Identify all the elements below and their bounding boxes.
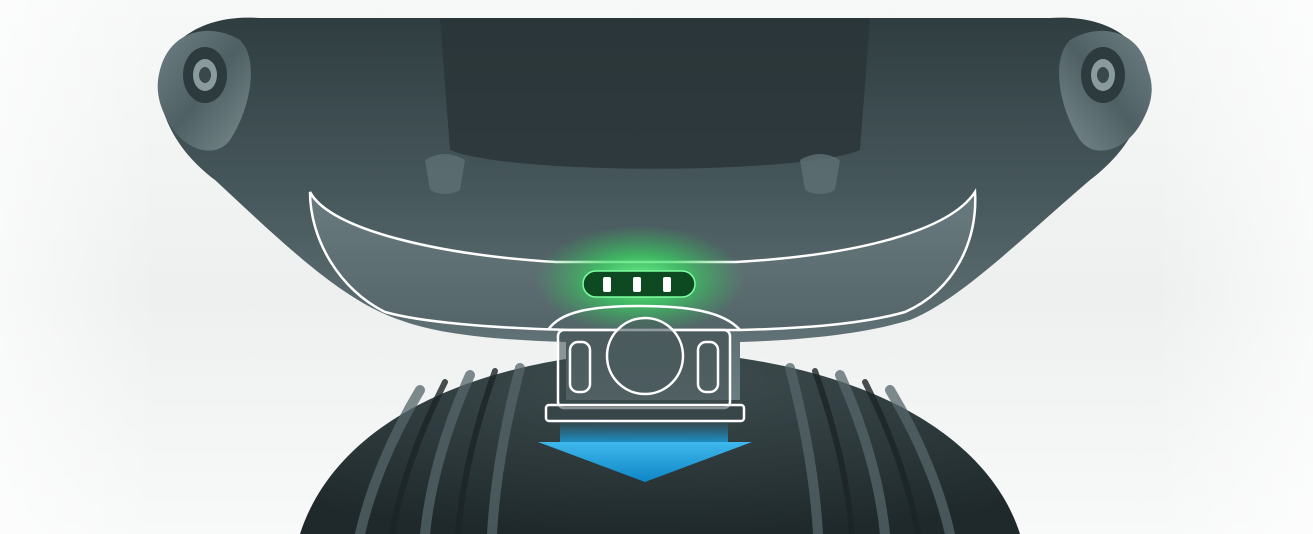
indicator-light-1 — [603, 277, 611, 292]
indicator-light-3 — [663, 277, 671, 292]
indicator-light-2 — [633, 277, 641, 292]
